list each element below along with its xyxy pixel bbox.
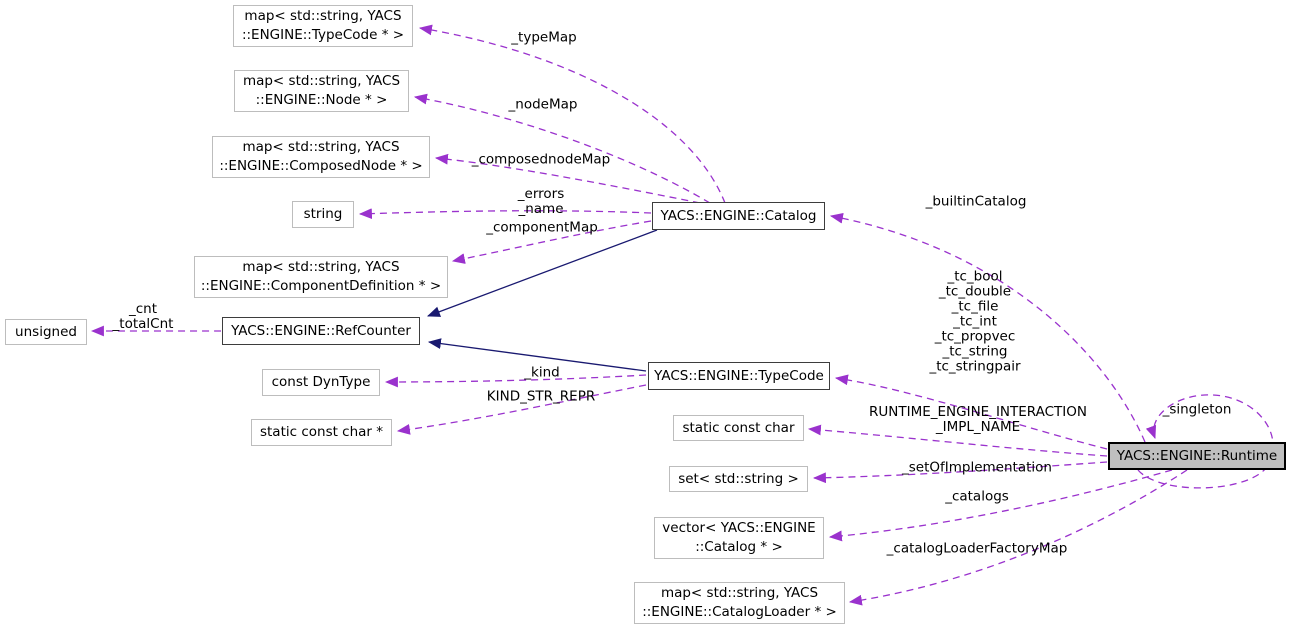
node-yacs-engine-typecode[interactable]: YACS::ENGINE::TypeCode [648, 362, 830, 390]
edge-nodeMap [413, 93, 711, 204]
node-map-string-typecode[interactable]: map< std::string, YACS ::ENGINE::TypeCod… [233, 5, 413, 47]
edge-catalog-inherits-refcounter [426, 229, 658, 317]
edge-catalogLoaderFactoryMap [848, 469, 1188, 606]
node-string[interactable]: string [292, 201, 354, 228]
node-yacs-engine-catalog[interactable]: YACS::ENGINE::Catalog [652, 202, 825, 230]
node-const-dyntype[interactable]: const DynType [262, 369, 380, 396]
node-map-string-componentdefinition[interactable]: map< std::string, YACS ::ENGINE::Compone… [194, 256, 448, 298]
edge-typeMap [418, 24, 726, 204]
edge-singleton-self-loop [1137, 394, 1274, 489]
edge-builtinCatalog [829, 212, 1146, 443]
node-map-string-catalogloader[interactable]: map< std::string, YACS ::ENGINE::Catalog… [634, 582, 845, 624]
edge-errors-name [358, 208, 652, 220]
edge-catalogs [828, 469, 1173, 542]
node-set-std-string[interactable]: set< std::string > [669, 466, 808, 492]
edge-runtime-engine-interaction [807, 424, 1108, 457]
node-unsigned[interactable]: unsigned [5, 319, 87, 345]
node-yacs-engine-runtime[interactable]: YACS::ENGINE::Runtime [1108, 442, 1286, 470]
node-yacs-engine-refcounter[interactable]: YACS::ENGINE::RefCounter [222, 317, 420, 345]
edge-typecode-inherits-refcounter [427, 338, 647, 372]
node-map-string-node[interactable]: map< std::string, YACS ::ENGINE::Node * … [234, 70, 409, 112]
edge-composednodeMap [434, 153, 701, 204]
edge-kind-str-repr [396, 384, 647, 435]
node-static-const-char-ptr[interactable]: static const char * [251, 419, 392, 446]
edge-setOfImplementation [812, 461, 1108, 484]
node-vector-yacs-engine-catalog[interactable]: vector< YACS::ENGINE ::Catalog * > [654, 517, 824, 559]
edge-kind [384, 374, 647, 388]
node-static-const-char[interactable]: static const char [673, 415, 804, 441]
edge-tc-members [834, 374, 1108, 450]
node-map-string-composednode[interactable]: map< std::string, YACS ::ENGINE::Compose… [212, 136, 430, 178]
edge-componentMap [451, 220, 652, 264]
